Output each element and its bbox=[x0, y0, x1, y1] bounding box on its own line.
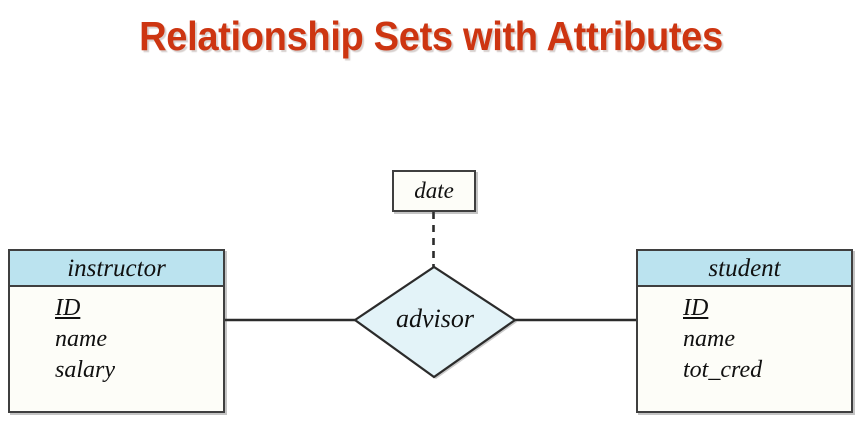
attribute-instructor-salary: salary bbox=[55, 357, 115, 383]
attribute-instructor-id: ID bbox=[55, 295, 81, 321]
entity-student-name: student bbox=[638, 251, 851, 287]
entity-instructor-name: instructor bbox=[10, 251, 223, 287]
entity-student-attributes: ID name tot_cred bbox=[638, 287, 851, 386]
entity-instructor[interactable]: instructor ID name salary bbox=[8, 249, 225, 413]
attribute-date-box[interactable]: date bbox=[392, 170, 476, 212]
attribute-student-name: name bbox=[683, 326, 735, 352]
page-title: Relationship Sets with Attributes bbox=[139, 13, 723, 59]
attribute-student-id: ID bbox=[683, 295, 709, 321]
attribute-instructor-name: name bbox=[55, 326, 107, 352]
entity-student[interactable]: student ID name tot_cred bbox=[636, 249, 853, 413]
attribute-student-tot-cred: tot_cred bbox=[683, 357, 763, 383]
entity-instructor-attributes: ID name salary bbox=[10, 287, 223, 386]
attribute-date-label: date bbox=[414, 178, 454, 203]
relationship-advisor-label: advisor bbox=[396, 304, 474, 333]
relationship-advisor-diamond bbox=[353, 265, 517, 379]
